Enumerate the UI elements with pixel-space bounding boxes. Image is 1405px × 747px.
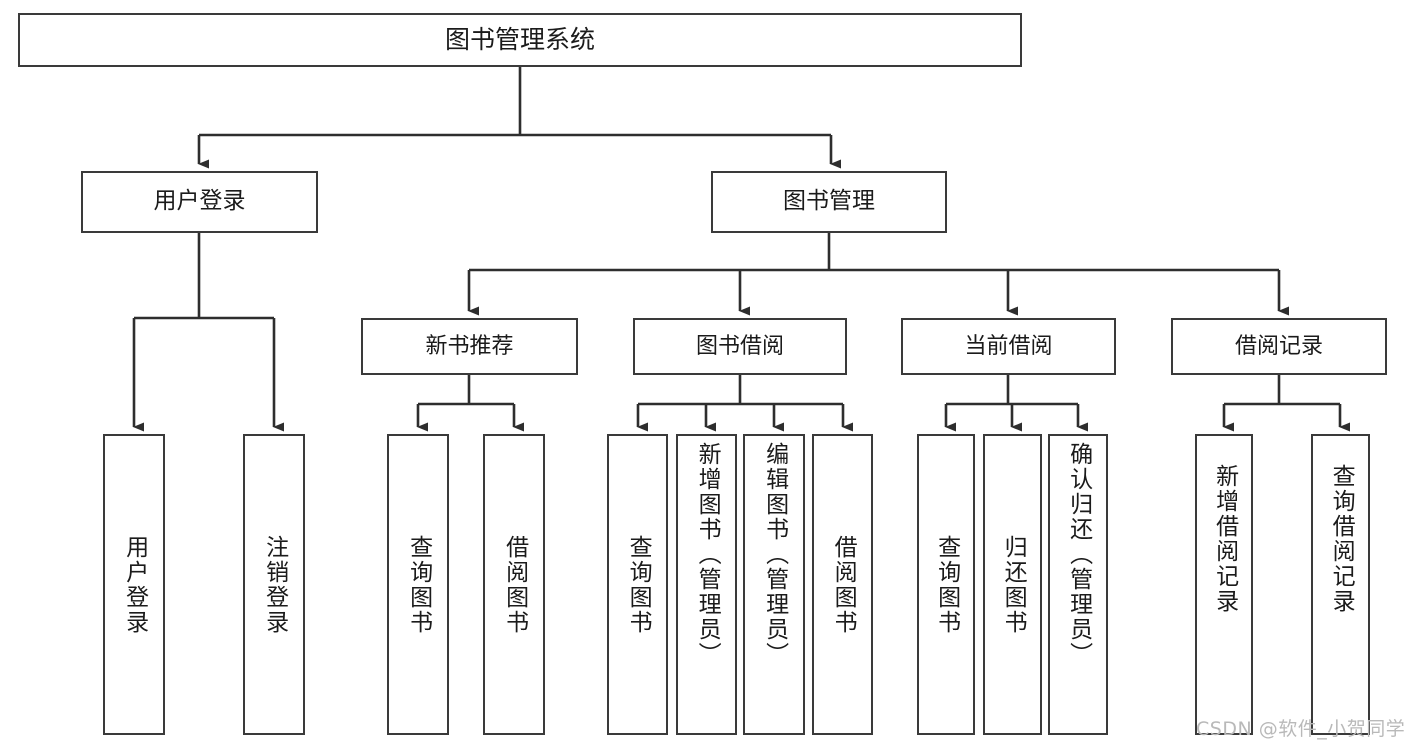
leaf-bb-add-book-label: 新增图书（管理员） bbox=[694, 442, 721, 667]
leaf-cb-confirm-return-label: 确认归还（管理员） bbox=[1065, 442, 1092, 667]
leaf-br-query-record[interactable]: 查询借阅记录 bbox=[1311, 434, 1370, 735]
node-new-book-recommend[interactable]: 新书推荐 bbox=[361, 318, 578, 375]
leaf-nbr-query-book[interactable]: 查询图书 bbox=[387, 434, 449, 735]
leaf-bb-edit-book[interactable]: 编辑图书（管理员） bbox=[743, 434, 805, 735]
leaf-br-add-record[interactable]: 新增借阅记录 bbox=[1195, 434, 1253, 735]
node-new-book-recommend-label: 新书推荐 bbox=[425, 333, 514, 359]
leaf-cb-return-book[interactable]: 归还图书 bbox=[983, 434, 1042, 735]
leaf-nbr-borrow-book-label: 借阅图书 bbox=[501, 534, 528, 635]
leaf-bb-borrow-book-label: 借阅图书 bbox=[830, 534, 857, 635]
leaf-cb-query-book-label: 查询图书 bbox=[933, 534, 960, 635]
leaf-cb-query-book[interactable]: 查询图书 bbox=[917, 434, 975, 735]
leaf-logout-label: 注销登录 bbox=[261, 534, 288, 635]
leaf-bb-query-book-label: 查询图书 bbox=[625, 534, 652, 635]
node-current-borrow[interactable]: 当前借阅 bbox=[901, 318, 1116, 375]
leaf-bb-borrow-book[interactable]: 借阅图书 bbox=[812, 434, 873, 735]
leaf-bb-query-book[interactable]: 查询图书 bbox=[607, 434, 668, 735]
node-book-borrow-label: 图书借阅 bbox=[695, 333, 784, 359]
leaf-logout[interactable]: 注销登录 bbox=[243, 434, 305, 735]
leaf-br-query-record-label: 查询借阅记录 bbox=[1328, 464, 1355, 614]
node-borrow-record-label: 借阅记录 bbox=[1234, 333, 1323, 359]
leaf-user-login[interactable]: 用户登录 bbox=[103, 434, 165, 735]
node-root-label: 图书管理系统 bbox=[444, 25, 595, 55]
watermark-text: CSDN @软件_小贺同学 bbox=[1196, 718, 1405, 740]
leaf-bb-edit-book-label: 编辑图书（管理员） bbox=[761, 442, 788, 667]
node-root[interactable]: 图书管理系统 bbox=[18, 13, 1022, 67]
node-book-management-label: 图书管理 bbox=[783, 188, 875, 215]
leaf-cb-return-book-label: 归还图书 bbox=[1000, 534, 1027, 635]
leaf-user-login-label: 用户登录 bbox=[121, 534, 148, 635]
leaf-nbr-query-book-label: 查询图书 bbox=[405, 534, 432, 635]
node-user-login-label: 用户登录 bbox=[153, 188, 246, 215]
leaf-bb-add-book[interactable]: 新增图书（管理员） bbox=[676, 434, 737, 735]
leaf-br-add-record-label: 新增借阅记录 bbox=[1211, 464, 1238, 614]
node-book-borrow[interactable]: 图书借阅 bbox=[633, 318, 847, 375]
node-borrow-record[interactable]: 借阅记录 bbox=[1171, 318, 1387, 375]
leaf-cb-confirm-return[interactable]: 确认归还（管理员） bbox=[1048, 434, 1108, 735]
node-user-login[interactable]: 用户登录 bbox=[81, 171, 318, 233]
node-current-borrow-label: 当前借阅 bbox=[964, 333, 1053, 359]
leaf-nbr-borrow-book[interactable]: 借阅图书 bbox=[483, 434, 545, 735]
node-book-management[interactable]: 图书管理 bbox=[711, 171, 947, 233]
